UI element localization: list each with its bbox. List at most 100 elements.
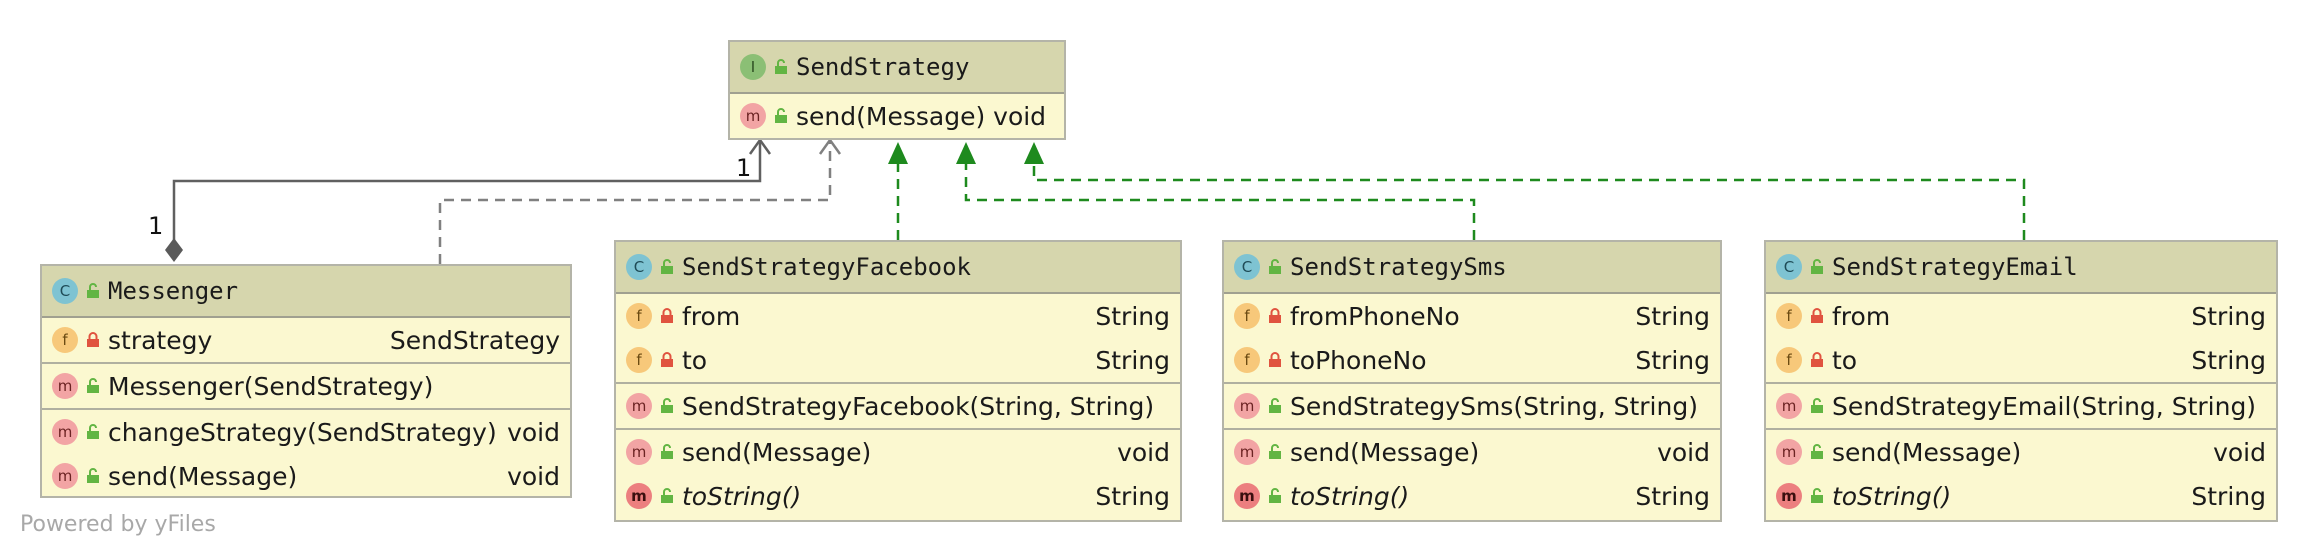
override-method-icon: m <box>1234 483 1260 509</box>
field-row[interactable]: f from String <box>616 294 1180 338</box>
field-row[interactable]: f to String <box>1766 338 2276 382</box>
class-name: Messenger <box>108 277 239 305</box>
member-name: from <box>682 301 741 331</box>
field-row[interactable]: f from String <box>1766 294 2276 338</box>
member-name: toPhoneNo <box>1290 345 1427 375</box>
class-header: C SendStrategySms <box>1224 242 1720 294</box>
member-type: void <box>507 461 560 491</box>
implements-arrowhead-facebook <box>888 142 908 164</box>
class-send-strategy-sms[interactable]: C SendStrategySms f fromPhoneNo String f… <box>1222 240 1722 522</box>
interface-send-strategy[interactable]: I SendStrategy m send(Message) void <box>728 40 1066 140</box>
member-name: send(Message) <box>1832 437 2022 467</box>
field-row[interactable]: f fromPhoneNo String <box>1224 294 1720 338</box>
field-icon: f <box>1234 303 1260 329</box>
private-visibility-icon <box>661 352 673 367</box>
fields-section: f fromPhoneNo String f toPhoneNo String <box>1224 294 1720 384</box>
dependency-edge <box>438 140 832 264</box>
member-name: SendStrategySms(String, String) <box>1290 391 1698 421</box>
field-icon: f <box>626 303 652 329</box>
class-send-strategy-facebook[interactable]: C SendStrategyFacebook f from String f t… <box>614 240 1182 522</box>
multiplicity-messenger-end: 1 <box>148 212 164 240</box>
class-icon: C <box>1776 254 1802 280</box>
member-type: String <box>1095 481 1170 511</box>
public-visibility-icon <box>1269 259 1281 274</box>
method-row[interactable]: m toString() String <box>1224 474 1720 518</box>
member-name: to <box>682 345 708 375</box>
implements-edge-email <box>1032 162 2026 240</box>
class-header: I SendStrategy <box>730 42 1064 94</box>
method-icon: m <box>740 103 766 129</box>
member-name: toString() <box>682 481 802 511</box>
method-icon: m <box>52 419 78 445</box>
field-icon: f <box>1776 347 1802 373</box>
member-type: void <box>507 417 560 447</box>
field-row[interactable]: f strategy SendStrategy <box>42 318 570 362</box>
field-icon: f <box>1776 303 1802 329</box>
method-row[interactable]: m send(Message) void <box>1224 430 1720 474</box>
public-visibility-icon <box>1811 488 1823 503</box>
member-name: changeStrategy(SendStrategy) <box>108 417 497 447</box>
member-type: void <box>1657 437 1710 467</box>
public-visibility-icon <box>1269 444 1281 459</box>
member-name: fromPhoneNo <box>1290 301 1460 331</box>
member-name: strategy <box>108 325 213 355</box>
member-type: String <box>1095 301 1170 331</box>
member-name: to <box>1832 345 1858 375</box>
constructor-row[interactable]: m SendStrategySms(String, String) <box>1224 384 1720 428</box>
method-icon: m <box>52 463 78 489</box>
public-visibility-icon <box>661 398 673 413</box>
class-messenger[interactable]: C Messenger f strategy SendStrategy m Me… <box>40 264 572 498</box>
implements-arrowhead-sms <box>956 142 976 164</box>
interface-icon: I <box>740 54 766 80</box>
constructors-section: m SendStrategySms(String, String) <box>1224 384 1720 430</box>
class-send-strategy-email[interactable]: C SendStrategyEmail f from String f to S… <box>1764 240 2278 522</box>
method-icon: m <box>52 373 78 399</box>
public-visibility-icon <box>1811 259 1823 274</box>
method-row[interactable]: m toString() String <box>616 474 1180 518</box>
dependency-arrowhead <box>818 137 842 155</box>
member-type: SendStrategy <box>389 325 560 355</box>
composition-diamond <box>165 238 183 262</box>
method-row[interactable]: m send(Message) void <box>616 430 1180 474</box>
public-visibility-icon <box>87 378 99 393</box>
method-row[interactable]: m toString() String <box>1766 474 2276 518</box>
public-visibility-icon <box>775 59 787 74</box>
methods-section: m send(Message) void m toString() String <box>616 430 1180 518</box>
field-icon: f <box>626 347 652 373</box>
class-name: SendStrategy <box>796 53 970 81</box>
private-visibility-icon <box>87 332 99 347</box>
private-visibility-icon <box>661 308 673 323</box>
field-icon: f <box>52 327 78 353</box>
class-header: C SendStrategyFacebook <box>616 242 1180 294</box>
public-visibility-icon <box>87 283 99 298</box>
field-row[interactable]: f toPhoneNo String <box>1224 338 1720 382</box>
member-type: String <box>1635 301 1710 331</box>
member-type: String <box>1635 345 1710 375</box>
public-visibility-icon <box>1269 488 1281 503</box>
member-type: String <box>2191 301 2266 331</box>
constructor-row[interactable]: m Messenger(SendStrategy) <box>42 364 570 408</box>
method-row[interactable]: m changeStrategy(SendStrategy) void <box>42 410 570 454</box>
implements-edge-sms <box>964 162 1476 240</box>
fields-section: f from String f to String <box>1766 294 2276 384</box>
member-name: toString() <box>1290 481 1410 511</box>
private-visibility-icon <box>1811 352 1823 367</box>
private-visibility-icon <box>1811 308 1823 323</box>
member-name: send(Message) <box>1290 437 1480 467</box>
constructor-row[interactable]: m SendStrategyFacebook(String, String) <box>616 384 1180 428</box>
constructors-section: m SendStrategyFacebook(String, String) <box>616 384 1180 430</box>
method-row[interactable]: m send(Message) void <box>730 94 1064 138</box>
method-row[interactable]: m send(Message) void <box>1766 430 2276 474</box>
composition-edge <box>172 140 762 254</box>
member-type: void <box>2213 437 2266 467</box>
constructor-row[interactable]: m SendStrategyEmail(String, String) <box>1766 384 2276 428</box>
member-name: SendStrategyFacebook(String, String) <box>682 391 1155 421</box>
method-icon: m <box>1776 439 1802 465</box>
member-type: String <box>2191 345 2266 375</box>
field-row[interactable]: f to String <box>616 338 1180 382</box>
member-type: void <box>1117 437 1170 467</box>
method-row[interactable]: m send(Message) void <box>42 454 570 498</box>
public-visibility-icon <box>775 108 787 123</box>
